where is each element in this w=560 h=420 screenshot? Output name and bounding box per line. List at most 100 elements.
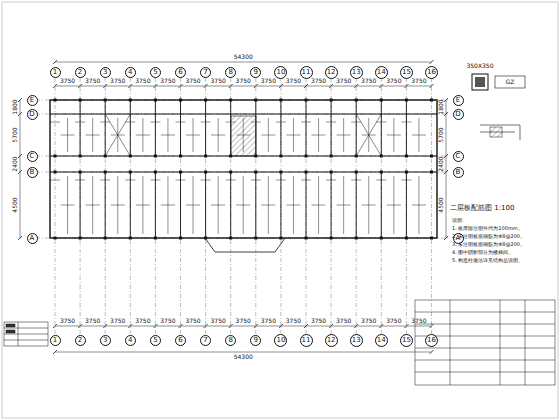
axis-line: [306, 78, 307, 340]
dimension-tick: [53, 60, 57, 64]
axis-bubble: 4: [125, 335, 136, 346]
dimension-line: [55, 86, 432, 87]
axis-bubble: 12: [325, 66, 338, 79]
opening-cross: [356, 114, 381, 156]
axis-number: E: [456, 97, 460, 104]
rebar: [343, 176, 344, 234]
dimension: 4500: [438, 197, 444, 212]
dimension: 3750: [286, 318, 301, 324]
axis-line: [130, 78, 131, 340]
column: [405, 237, 408, 240]
drawing-title: 二层板配筋图 1:100: [450, 205, 514, 212]
wall: [155, 172, 156, 238]
axis-bubble: A: [27, 233, 38, 244]
axis-number: C: [30, 153, 35, 160]
rebar: [218, 118, 219, 152]
axis-number: 5: [153, 69, 157, 76]
column: [229, 237, 232, 240]
column: [79, 171, 82, 174]
axis-bubble: 3: [100, 335, 111, 346]
dimension: 2400: [12, 156, 18, 171]
dimension-line: [55, 62, 432, 63]
top-rebar: [401, 122, 411, 123]
dimension-tick: [78, 324, 82, 328]
axis-bubble: 15: [400, 66, 413, 79]
dimension: 5700: [12, 127, 18, 142]
top-rebar: [201, 180, 211, 181]
dimension-line: [55, 326, 432, 327]
axis-bubble: 15: [400, 334, 413, 347]
top-rebar: [75, 180, 85, 181]
dimension: 3750: [261, 78, 276, 84]
top-rebar: [351, 180, 361, 181]
column: [154, 155, 157, 158]
axis-bubble: 8: [225, 67, 236, 78]
column: [104, 155, 107, 158]
axis-number: C: [456, 153, 461, 160]
dimension: 3750: [236, 78, 251, 84]
wall: [80, 172, 81, 238]
rebar: [167, 176, 168, 234]
dimension: 3750: [60, 318, 75, 324]
column: [405, 155, 408, 158]
axis-bubble: D: [453, 109, 464, 120]
column: [79, 237, 82, 240]
top-rebar: [176, 180, 186, 181]
top-rebar: [351, 122, 361, 123]
dimension-line: [446, 100, 447, 238]
axis-line: [80, 78, 81, 340]
axis-number: 11: [302, 69, 311, 76]
axis-bubble: D: [27, 109, 38, 120]
axis-number: 7: [203, 337, 207, 344]
column: [330, 155, 333, 158]
dimension: 3750: [160, 78, 175, 84]
axis-bubble: E: [27, 95, 38, 106]
dimension-tick: [179, 324, 183, 328]
axis-number: 3: [103, 69, 107, 76]
axis-bubble: B: [453, 167, 464, 178]
column: [430, 171, 433, 174]
column: [229, 99, 232, 102]
opening-cross: [356, 114, 381, 156]
dimension-tick: [254, 84, 258, 88]
rebar: [142, 118, 143, 152]
dimension-tick: [329, 84, 333, 88]
axis-bubble: 7: [200, 67, 211, 78]
wall: [105, 172, 106, 238]
axis-bubble: 11: [300, 66, 313, 79]
column: [104, 171, 107, 174]
column: [104, 237, 107, 240]
note-line: 5. 构造柱做法详见结构总说明。: [452, 258, 523, 263]
dimension: 3750: [286, 78, 301, 84]
axis-bubble: 16: [425, 334, 438, 347]
column: [330, 99, 333, 102]
axis-number: 6: [178, 69, 182, 76]
column: [229, 171, 232, 174]
axis-bubble: 5: [150, 67, 161, 78]
dimension: 2400: [438, 156, 444, 171]
dimension-tick: [153, 84, 157, 88]
rebar: [343, 118, 344, 152]
dimension-tick: [329, 324, 333, 328]
top-rebar: [100, 122, 110, 123]
axis-bubble: 6: [175, 335, 186, 346]
dimension: 5700: [438, 127, 444, 142]
wall: [331, 172, 332, 238]
axis-number: B: [456, 169, 461, 176]
dimension-tick: [430, 84, 434, 88]
axis-bubble: 1: [50, 335, 61, 346]
wall: [406, 100, 407, 156]
axis-number: 1: [53, 337, 57, 344]
top-rebar: [276, 180, 286, 181]
wall: [180, 172, 181, 238]
axis-number: A: [30, 235, 35, 242]
dimension: 3750: [85, 78, 100, 84]
overall-dimension: 54300: [234, 354, 253, 360]
column: [279, 99, 282, 102]
column: [154, 99, 157, 102]
opening-cross: [105, 114, 130, 156]
rebar: [268, 118, 269, 152]
wall: [105, 100, 106, 156]
column: [179, 155, 182, 158]
dimension-tick: [404, 324, 408, 328]
